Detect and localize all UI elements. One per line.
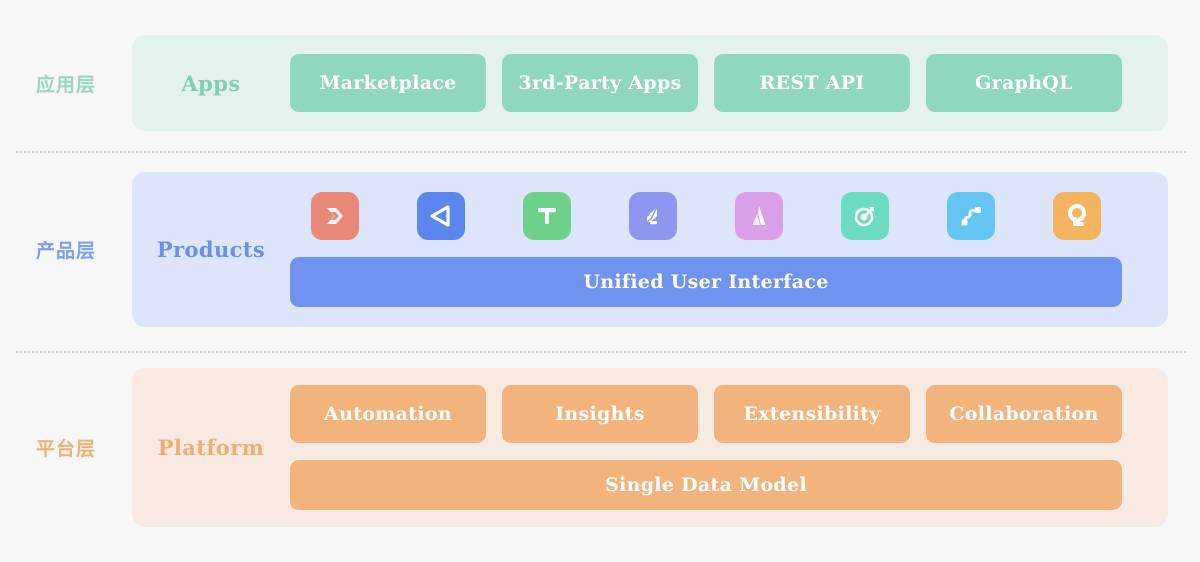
layer-band-products: Products (132, 172, 1168, 327)
layer-label-zh-apps: 应用层 (35, 73, 96, 96)
target-goal-icon[interactable] (840, 192, 889, 240)
divider-apps-products (16, 151, 1186, 153)
chip-collaboration[interactable]: Collaboration (926, 385, 1122, 443)
layer-body-products: Unified User Interface (290, 192, 1168, 307)
chip-3rd-party-apps[interactable]: 3rd-Party Apps (502, 54, 698, 112)
atlassian-a-icon[interactable] (734, 192, 783, 240)
feather-icon[interactable] (629, 192, 678, 240)
layer-row-platform: 平台层 Platform Automation Insights Extensi… (0, 368, 1200, 527)
icon-slot-8 (1031, 192, 1122, 240)
tasks-t-icon[interactable] (523, 192, 572, 240)
layer-row-products: 产品层 Products (0, 172, 1200, 327)
icon-slot-1 (290, 192, 381, 240)
apps-chip-row: Marketplace 3rd-Party Apps REST API Grap… (290, 54, 1122, 112)
chip-insights[interactable]: Insights (502, 385, 698, 443)
icon-slot-5 (714, 192, 805, 240)
layer-body-apps: Marketplace 3rd-Party Apps REST API Grap… (290, 54, 1168, 112)
layer-body-platform: Automation Insights Extensibility Collab… (290, 385, 1168, 510)
chip-extensibility[interactable]: Extensibility (714, 385, 910, 443)
products-icon-row (290, 192, 1122, 240)
layer-title-products: Products (156, 237, 266, 262)
play-triangle-icon[interactable] (417, 192, 466, 240)
dataview-chevron-icon[interactable] (311, 192, 360, 240)
workflow-nodes-icon[interactable] (946, 192, 995, 240)
chip-graphql[interactable]: GraphQL (926, 54, 1122, 112)
icon-slot-6 (819, 192, 910, 240)
icon-slot-2 (396, 192, 487, 240)
layer-band-platform: Platform Automation Insights Extensibili… (132, 368, 1168, 527)
bar-unified-user-interface[interactable]: Unified User Interface (290, 257, 1122, 307)
layer-title-apps: Apps (181, 70, 241, 96)
bar-single-data-model[interactable]: Single Data Model (290, 460, 1122, 510)
layer-label-zh-platform: 平台层 (35, 438, 96, 460)
divider-products-platform (16, 351, 1186, 353)
platform-chip-row: Automation Insights Extensibility Collab… (290, 385, 1122, 443)
layer-row-apps: 应用层 Apps Marketplace 3rd-Party Apps REST… (0, 35, 1200, 131)
chip-automation[interactable]: Automation (290, 385, 486, 443)
icon-slot-3 (502, 192, 593, 240)
icon-slot-7 (925, 192, 1016, 240)
layer-title-platform: Platform (157, 435, 265, 460)
layer-label-zh-products: 产品层 (35, 240, 96, 262)
search-q-icon[interactable] (1052, 192, 1101, 240)
chip-rest-api[interactable]: REST API (714, 54, 910, 112)
icon-slot-4 (608, 192, 699, 240)
layer-band-apps: Apps Marketplace 3rd-Party Apps REST API… (132, 35, 1168, 131)
chip-marketplace[interactable]: Marketplace (290, 54, 486, 112)
